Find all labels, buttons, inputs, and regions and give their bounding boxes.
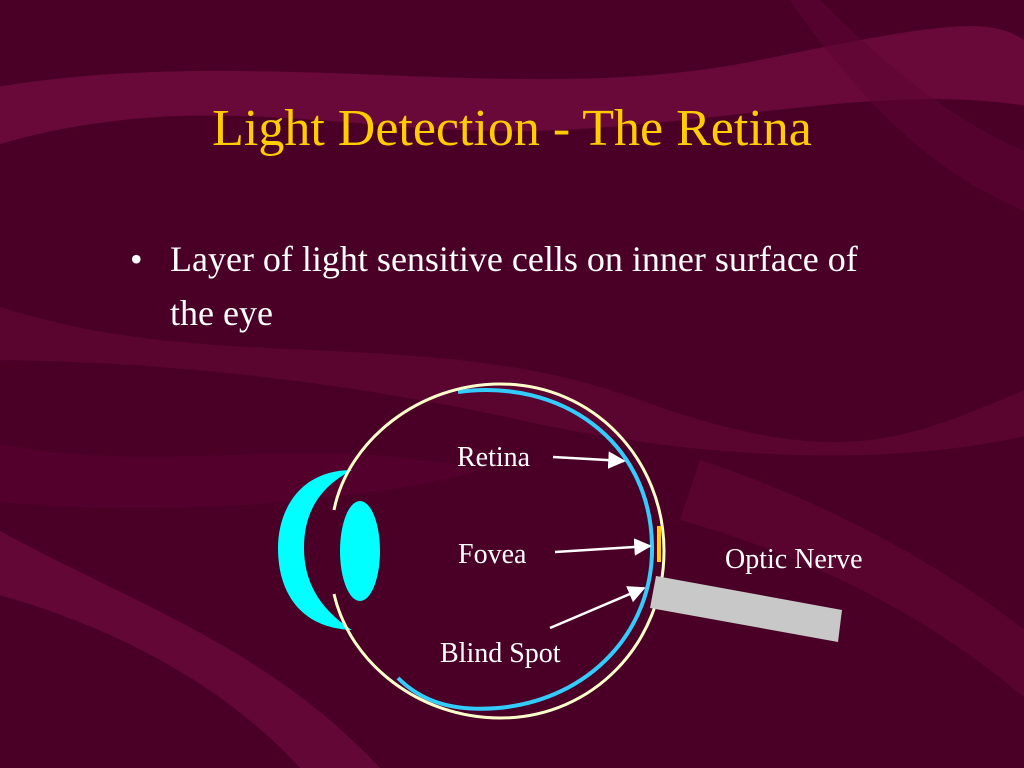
eyeball-outline bbox=[332, 382, 666, 720]
fovea-arrow bbox=[554, 538, 652, 556]
optic-nerve-shape bbox=[650, 576, 842, 642]
lens-shape bbox=[340, 501, 380, 601]
bullet-text: Layer of light sensitive cells on inner … bbox=[170, 239, 858, 333]
fovea-label: Fovea bbox=[458, 539, 527, 570]
blind-spot-arrow bbox=[549, 586, 646, 630]
cornea-shape bbox=[278, 470, 352, 630]
retina-layer bbox=[396, 388, 655, 711]
optic-nerve-label: Optic Nerve bbox=[725, 544, 863, 575]
retina-label: Retina bbox=[457, 442, 531, 473]
blind-spot-label: Blind Spot bbox=[440, 638, 561, 669]
bullet-item: • Layer of light sensitive cells on inne… bbox=[130, 232, 890, 340]
retina-arrow bbox=[552, 451, 626, 469]
slide-title: Light Detection - The Retina bbox=[212, 100, 812, 157]
bullet-dot: • bbox=[130, 239, 143, 279]
